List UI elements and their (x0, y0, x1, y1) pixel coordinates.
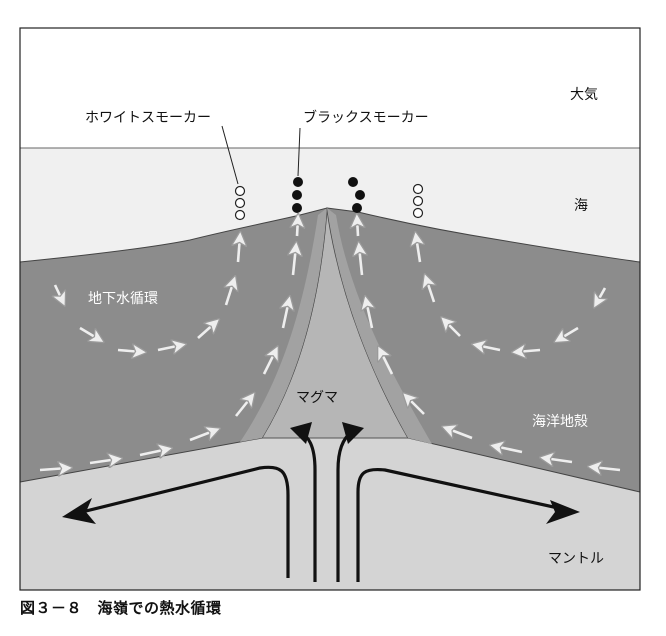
water-flow-arrow-icon (226, 280, 234, 306)
water-flow-arrow-icon (592, 467, 621, 470)
label-white-smoker: ホワイトスモーカー (85, 110, 211, 126)
water-flow-arrow-icon (476, 345, 501, 350)
black-smoker-particle-icon (293, 177, 303, 187)
water-flow-arrow-icon (444, 320, 461, 337)
label-atmosphere: 大気 (570, 87, 598, 103)
white-smoker-left (234, 185, 246, 221)
water-flow-arrow-icon (157, 345, 182, 350)
water-flow-arrow-icon (426, 278, 434, 303)
water-flow-arrow-icon (234, 396, 252, 417)
black-smoker-particle-icon (352, 203, 362, 213)
water-flow-arrow-icon (293, 246, 296, 276)
label-mantle: マントル (548, 551, 604, 567)
water-flow-arrow-icon (139, 449, 168, 455)
black-smoker-right (348, 177, 365, 213)
water-flow-arrow-icon (262, 350, 276, 375)
crust-inner-band-left (240, 208, 327, 442)
water-flow-arrow-icon (494, 446, 523, 452)
label-magma: マグマ (296, 390, 338, 406)
water-flow-arrow-icon (406, 396, 425, 415)
label-black-smoker: ブラックスモーカー (303, 109, 429, 126)
white-smoker-leader (221, 125, 239, 185)
white-smoker-bubble-icon (412, 195, 424, 207)
white-smoker-bubble-icon (412, 207, 424, 219)
water-flow-arrow-icon (357, 218, 358, 237)
water-flow-arrow-icon (416, 236, 420, 263)
black-smoker-particle-icon (292, 203, 302, 213)
white-smoker-bubble-icon (234, 209, 246, 221)
water-flow-arrow-icon (117, 350, 142, 352)
water-flow-arrow-icon (359, 246, 362, 276)
water-flow-arrow-icon (380, 350, 394, 375)
mantle-arrowhead-up-right (342, 422, 364, 444)
water-flow-arrow-icon (55, 284, 63, 302)
black-smoker-particle-icon (355, 190, 365, 200)
water-flow-arrow-icon (516, 350, 541, 352)
water-flow-arrow-icon (446, 428, 473, 440)
black-smoker-particle-icon (292, 190, 302, 200)
mantle-flow-arrow-icon (356, 467, 559, 582)
white-smoker-bubble-icon (234, 197, 246, 209)
black-smoker-left (292, 177, 303, 213)
groundwater-arrows-left (39, 218, 298, 470)
mantle-arrowheads (62, 422, 580, 524)
water-flow-arrow-icon (79, 326, 100, 340)
water-flow-arrow-icon (197, 322, 216, 339)
water-flow-arrow-icon (366, 300, 372, 329)
white-smoker-bubble-icon (412, 183, 424, 195)
water-flow-arrow-icon (189, 430, 216, 442)
black-smoker-leader (297, 127, 301, 177)
diagram-frame (19, 27, 641, 591)
water-flow-arrow-icon (238, 236, 240, 263)
mantle-arrowhead-left (62, 498, 96, 524)
mantle-arrowhead-up-left (290, 422, 312, 444)
black-smoker-particle-icon (348, 177, 358, 187)
label-oceanic-crust: 海洋地殻 (532, 414, 588, 430)
white-smoker-right (412, 183, 424, 219)
mantle-arrowhead-right (546, 500, 580, 524)
water-flow-arrow-icon (297, 218, 298, 237)
atmosphere-layer (20, 28, 640, 148)
label-sea: 海 (574, 198, 588, 214)
crust-inner-band-right (327, 208, 432, 444)
water-flow-arrow-icon (283, 300, 289, 329)
mantle-flow-arrow-icon (81, 465, 290, 578)
groundwater-arrows-right (357, 218, 621, 470)
water-flow-arrow-icon (596, 287, 605, 304)
water-flow-arrow-icon (558, 326, 579, 340)
water-flow-arrow-icon (544, 458, 573, 462)
water-flow-arrow-icon (89, 459, 118, 463)
label-groundwater: 地下水循環 (88, 291, 158, 307)
water-flow-arrow-icon (39, 468, 68, 470)
figure-caption: 図３－８ 海嶺での熱水循環 (20, 599, 222, 617)
white-smoker-bubble-icon (234, 185, 246, 197)
